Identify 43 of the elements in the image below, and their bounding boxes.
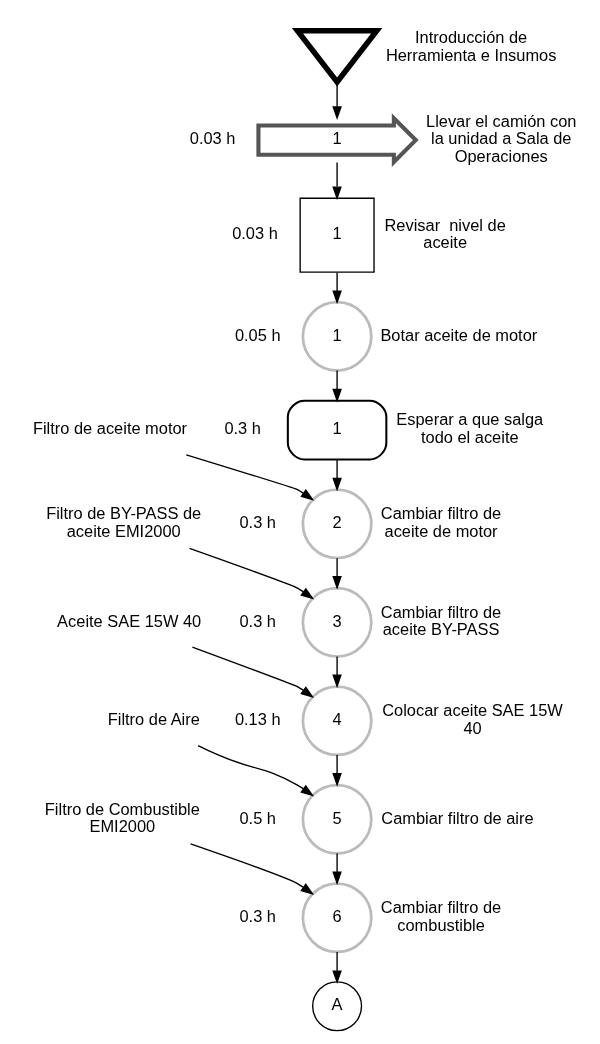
node-text: Filtro de BY-PASS de aceite EMI2000	[45, 504, 201, 540]
node-circle: 1	[301, 300, 373, 372]
node-label: Esperar a que salga todo el aceite	[395, 410, 543, 447]
node-label: 0.3 h	[239, 907, 276, 926]
node-circle: A	[311, 981, 362, 1032]
node-label: 0.05 h	[234, 325, 281, 344]
node-box: 1	[298, 197, 375, 273]
node-label: 0.03 h	[231, 224, 278, 243]
arrow	[331, 655, 342, 689]
arrow	[188, 547, 314, 600]
node-text: Filtro de aceite motor	[32, 419, 187, 438]
node-label: 0.5 h	[239, 808, 276, 827]
arrow	[331, 557, 342, 590]
node-label: 0.3 h	[239, 513, 276, 532]
node-label: 0.13 h	[234, 710, 281, 729]
node-label: Cambiar filtro de aceite BY-PASS	[380, 602, 501, 639]
arrow	[331, 754, 342, 787]
node-label: 0.03 h	[189, 129, 235, 148]
node-box: 1	[286, 399, 387, 461]
node-label: Botar aceite de motor	[379, 325, 537, 344]
arrow	[196, 744, 314, 797]
node-label: Cambiar filtro de aire	[380, 808, 534, 827]
arrow	[189, 843, 314, 896]
arrow	[331, 852, 342, 886]
node-label: 0.3 h	[223, 419, 261, 438]
arrow	[331, 459, 342, 492]
arrow	[331, 272, 342, 305]
node-text: Filtro de Combustible EMI2000	[44, 799, 200, 836]
node-text: Aceite SAE 15W 40	[56, 611, 201, 630]
node-triangle	[291, 27, 382, 87]
node-label: Llevar el camión con la unidad a Sala de Operaciones	[425, 111, 576, 166]
arrow	[331, 951, 342, 985]
node-text: Filtro de Aire	[107, 710, 200, 729]
arrow	[331, 161, 342, 201]
node-label: 0.3 h	[239, 611, 276, 630]
node-label: Introducción de Herramienta e Insumos	[385, 28, 556, 64]
node-label: Cambiar filtro de combustible	[380, 898, 501, 934]
arrow	[185, 454, 314, 501]
node-label: Revisar nivel de aceite	[384, 215, 506, 252]
node-label: Colocar aceite SAE 15W 40	[381, 701, 563, 737]
node-label: Cambiar filtro de aceite de motor	[380, 504, 501, 540]
arrow	[331, 369, 342, 403]
arrow	[191, 646, 314, 699]
